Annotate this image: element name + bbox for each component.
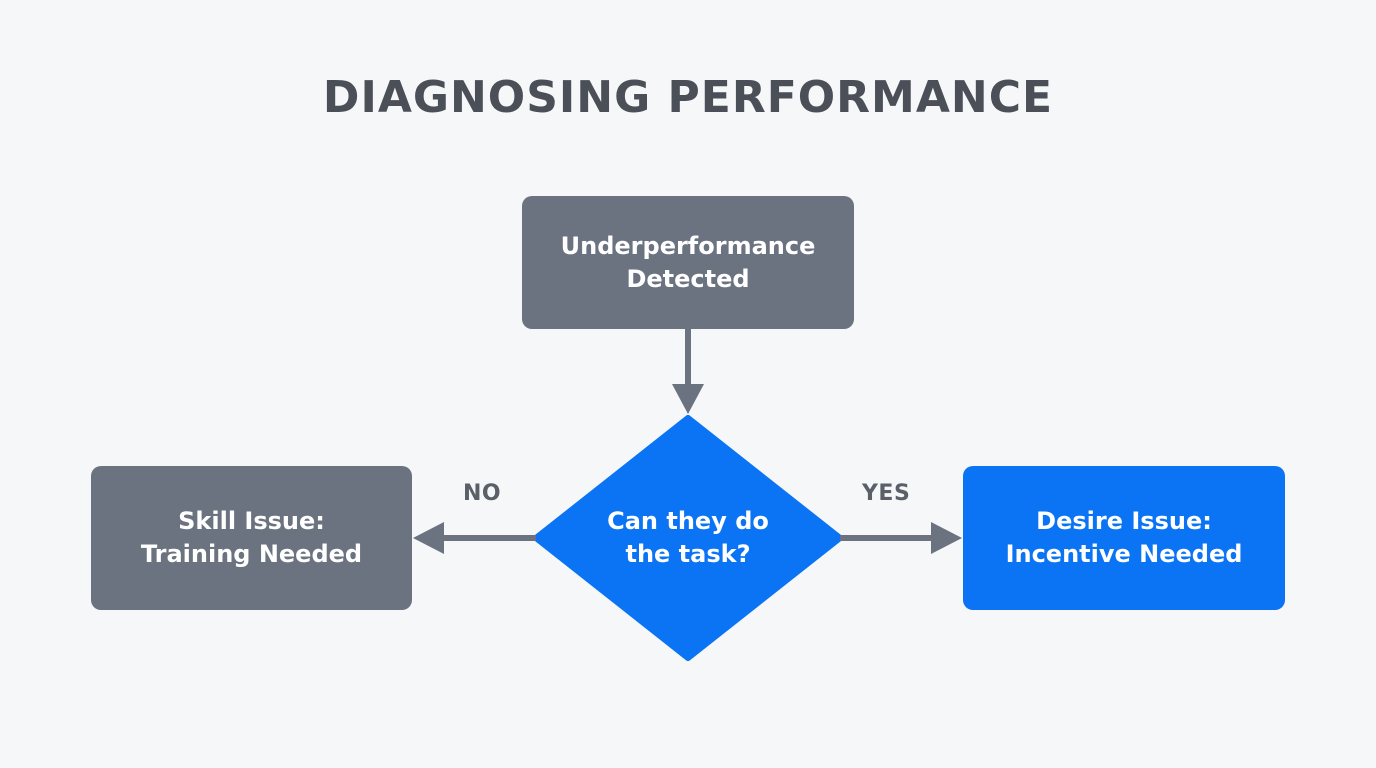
start-node: Underperformance Detected: [522, 196, 854, 329]
no-branch-label: NO: [463, 481, 502, 506]
arrow-start-to-decision-head: [672, 384, 704, 414]
arrow-no-head: [413, 522, 444, 554]
skill-issue-line1: Skill Issue:: [178, 507, 325, 535]
diagram-title: DIAGNOSING PERFORMANCE: [322, 72, 1054, 123]
start-node-line1: Underperformance: [560, 231, 816, 260]
arrow-yes-head: [931, 522, 962, 554]
decision-node-line1: Can they do: [607, 507, 769, 535]
desire-issue-line2: Incentive Needed: [1005, 540, 1243, 568]
skill-issue-node: Skill Issue: Training Needed: [91, 466, 412, 610]
decision-node-text: Can they do the task?: [563, 478, 813, 598]
decision-node-line2: the task?: [625, 540, 751, 568]
skill-issue-line2: Training Needed: [140, 540, 363, 568]
desire-issue-node: Desire Issue: Incentive Needed: [963, 466, 1285, 610]
start-node-line2: Detected: [626, 264, 750, 293]
decision-diamond: [533, 415, 843, 661]
desire-issue-line1: Desire Issue:: [1036, 507, 1212, 535]
yes-branch-label: YES: [862, 481, 911, 506]
